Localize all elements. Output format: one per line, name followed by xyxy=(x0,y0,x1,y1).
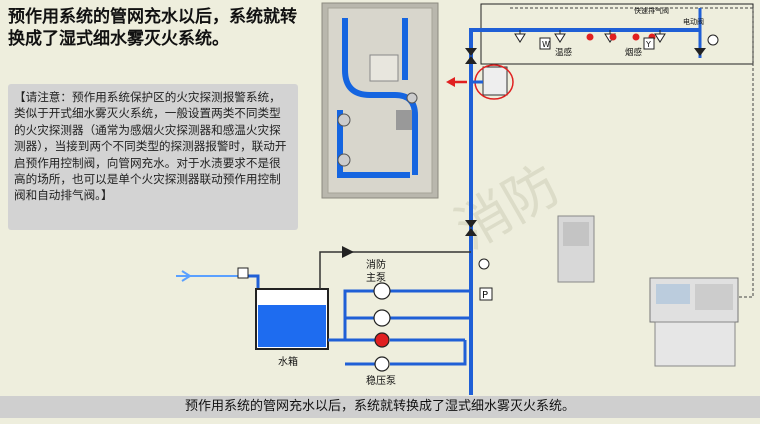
caption: 预作用系统的管网充水以后，系统就转换成了湿式细水雾灭火系统。 xyxy=(0,396,760,418)
control-cabinet xyxy=(557,215,595,283)
water-tank-label: 水箱 xyxy=(278,355,298,368)
smoke-detector-label: 烟感 xyxy=(625,47,643,58)
alarm-signal-line xyxy=(510,7,754,298)
pressure-gauge xyxy=(478,258,490,270)
riser-valve-top xyxy=(465,48,477,64)
inflow-arrow xyxy=(181,270,192,282)
tank-water xyxy=(258,305,326,347)
fire-alarm-console xyxy=(649,277,739,367)
riser-valve-mid xyxy=(465,220,477,236)
end-valve xyxy=(694,48,706,56)
solenoid-valve-label: 电动阀 xyxy=(683,17,704,26)
end-gauge xyxy=(707,34,719,46)
pump-lines xyxy=(328,289,471,366)
valve-cabinet-photo xyxy=(321,2,439,199)
heat-detector-label: 温感 xyxy=(555,47,573,58)
watermark: 消防 xyxy=(445,153,570,262)
jockey-pump-label: 稳压泵 xyxy=(366,374,396,387)
fire-pump-label-1: 消防 xyxy=(366,258,386,271)
pressure-switch-box xyxy=(479,287,493,301)
pressure-switch-label: P xyxy=(482,290,488,301)
heat-detector-box xyxy=(539,37,551,50)
main-riser-pipe xyxy=(469,28,700,395)
heat-detector-symbol: W xyxy=(542,40,550,49)
preaction-valve xyxy=(482,66,508,96)
pumps xyxy=(373,282,391,372)
smoke-detector-box xyxy=(643,37,655,50)
fast-vent-valve-label: 快速排气阀 xyxy=(634,6,669,15)
smoke-detector-symbol: Y xyxy=(645,40,651,49)
note-box: 【请注意：预作用系统保护区的火灾探测报警系统，类似于开式细水雾灭火系统，一般设置… xyxy=(8,84,298,230)
drain-arrow xyxy=(446,77,455,87)
float-valve xyxy=(237,267,249,279)
fire-pump-label-2: 主泵 xyxy=(366,272,386,284)
headline: 预作用系统的管网充水以后，系统就转换成了湿式细水雾灭火系统。 xyxy=(8,7,297,49)
